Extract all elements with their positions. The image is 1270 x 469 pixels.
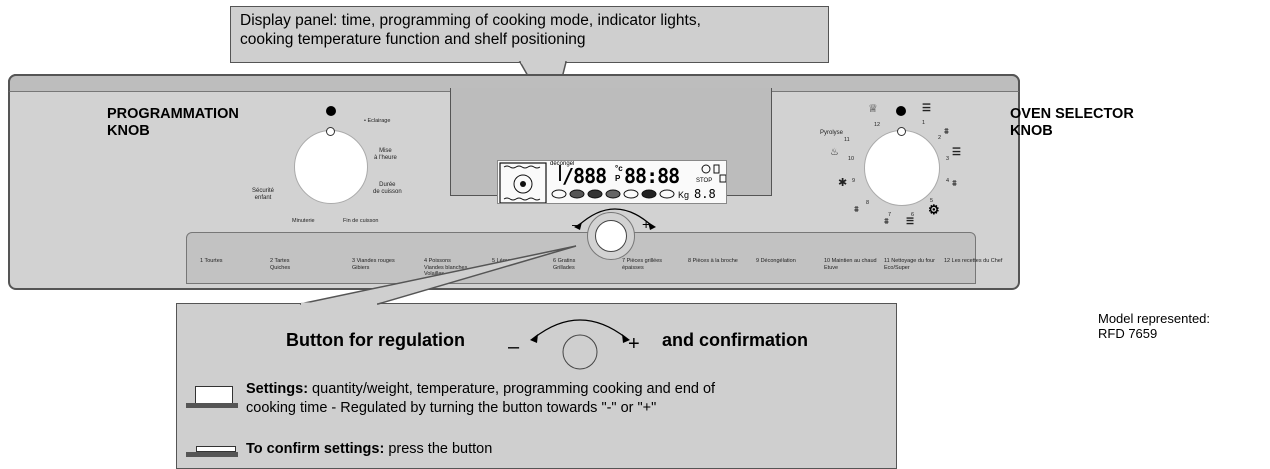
selector-num-10: 10 xyxy=(848,156,855,162)
fan-grill-icon: ⩩ xyxy=(944,126,949,136)
display-panel-callout-text: Display panel: time, programming of cook… xyxy=(240,12,701,48)
strip-item-1: 1 Tourtes xyxy=(200,258,223,264)
regulation-plus: + xyxy=(642,216,651,232)
clean-icon: ⚙ xyxy=(928,202,940,217)
lcd-weight-unit: Kg xyxy=(678,190,690,200)
programmation-marker-dot xyxy=(326,106,336,116)
turn-button-icon xyxy=(195,386,233,404)
oven-selector-knob-title: OVEN SELECTOR KNOB xyxy=(1010,106,1134,139)
turn-button-base xyxy=(186,403,238,408)
label-minuterie: Minuterie xyxy=(292,218,315,224)
regulation-arrows xyxy=(574,208,656,230)
label-mise-a-lheure: Mise à l'heure xyxy=(374,148,397,161)
selector-pyrolyse: Pyrolyse xyxy=(820,130,844,136)
fan-grill-small-icon: ⩩ xyxy=(884,216,889,226)
model-represented: Model represented: RFD 7659 xyxy=(1098,311,1211,341)
oven-selector-marker-dot xyxy=(896,106,906,116)
settings-line-2: cooking time - Regulated by turning the … xyxy=(246,400,657,416)
selector-num-12: 12 xyxy=(874,122,881,128)
programmation-knob-pointer xyxy=(326,127,335,136)
selector-num-9: 9 xyxy=(852,178,856,184)
lcd-defrost-text: décongel xyxy=(550,161,575,167)
lcd-temperature: /888 xyxy=(562,164,607,188)
strip-item-4: 4 Poissons Viandes blanches Volailles xyxy=(424,258,468,277)
lcd-temperature-unit: °c xyxy=(615,164,623,173)
strip-item-2: 2 Tartes Quiches xyxy=(270,258,291,271)
confirm-settings-line: To confirm settings: press the button xyxy=(246,441,493,457)
strip-item-10: 10 Maintien au chaud Etuve xyxy=(824,258,877,271)
lcd-weight: 8.8 xyxy=(694,187,716,201)
chef-hat-icon: ♕ xyxy=(868,103,878,115)
programmation-knob[interactable] xyxy=(294,130,368,204)
label-fin-de-cuisson: Fin de cuisson xyxy=(343,218,379,224)
fan-heat-icon: ⩩ xyxy=(952,178,957,188)
label-eclairage: • Eclairage xyxy=(364,118,391,124)
selector-num-4: 4 xyxy=(946,178,950,184)
oven-mode-icon xyxy=(499,162,547,203)
strip-item-6: 6 Gratins Grillades xyxy=(553,258,576,271)
lcd-graphics xyxy=(499,162,726,203)
top-bottom-heat-icon: ☰ xyxy=(952,147,961,158)
press-button-icon xyxy=(196,446,236,452)
warming-icon: ♨ xyxy=(830,147,839,158)
strip-item-12: 12 Les recettes du Chef xyxy=(944,258,1003,264)
bottom-heat-icon: ☰ xyxy=(906,216,915,226)
lcd-display: décongel /888 °c P 88:88 STOP Kg 8.8 xyxy=(497,160,727,204)
regulation-minus: – xyxy=(572,216,580,232)
programmation-knob-title: PROGRAMMATION KNOB xyxy=(107,106,239,139)
selector-num-8: 8 xyxy=(866,200,870,206)
display-panel-callout xyxy=(230,6,829,63)
cooking-mode-strip xyxy=(186,232,976,284)
regulation-button-callout xyxy=(176,303,897,469)
strip-item-7: 7 Pièces grillées épaisses xyxy=(622,258,663,271)
selector-num-11: 11 xyxy=(844,137,850,143)
oven-selector-knob-pointer xyxy=(897,127,906,136)
strip-item-11: 11 Nettoyage du four Eco/Super xyxy=(884,258,935,271)
regulation-button[interactable] xyxy=(595,220,627,252)
selector-num-3: 3 xyxy=(946,156,950,162)
selector-num-5: 5 xyxy=(930,198,934,204)
selector-num-2: 2 xyxy=(938,135,942,141)
strip-item-9: 9 Décongélation xyxy=(756,258,796,264)
oven-selector-knob[interactable] xyxy=(864,130,940,206)
lcd-time: 88:88 xyxy=(624,164,680,188)
defrost-icon: ✱ xyxy=(838,177,848,189)
selector-num-7: 7 xyxy=(888,212,892,218)
label-duree-de-cuisson: Durée de cuisson xyxy=(373,182,402,195)
grill-icon: ☰ xyxy=(922,103,931,114)
callout-regulation-button-diagram xyxy=(530,319,630,370)
strip-item-3: 3 Viandes rouges Gibiers xyxy=(352,258,395,271)
lcd-stop: STOP xyxy=(696,178,713,184)
settings-line-1: Settings: quantity/weight, temperature, … xyxy=(246,381,716,397)
label-securite-enfant: Sécurité enfant xyxy=(252,188,275,201)
button-regulation-title: Button for regulation xyxy=(286,330,465,350)
lcd-p-indicator: P xyxy=(615,174,621,183)
callout-plus: + xyxy=(628,333,640,355)
press-button-base xyxy=(186,452,238,457)
strip-item-8: 8 Pièces à la broche xyxy=(688,258,738,264)
rotisserie-icon: ⩩ xyxy=(854,204,859,214)
selector-num-6: 6 xyxy=(911,212,915,218)
callout-minus: – xyxy=(508,336,520,358)
selector-num-1: 1 xyxy=(922,120,926,126)
button-confirmation-title: and confirmation xyxy=(662,330,809,350)
